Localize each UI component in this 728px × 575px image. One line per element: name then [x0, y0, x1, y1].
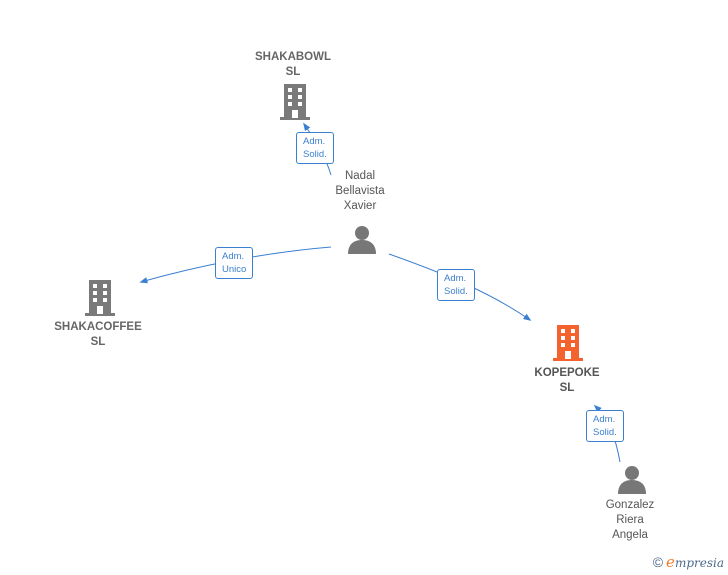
node-label-line: SL	[559, 382, 575, 394]
person-icon	[618, 466, 646, 494]
edge-label-line: Solid.	[593, 427, 617, 438]
edge-label-nadal-kopepoke[interactable]: Adm. Solid.	[437, 269, 475, 301]
edge-label-line: Adm.	[593, 414, 616, 425]
edge-label-line: Unico	[222, 264, 247, 275]
edge-label-line: Solid.	[303, 149, 327, 160]
building-icon	[553, 325, 583, 361]
node-label: Nadal Bellavista Xavier	[335, 169, 384, 214]
building-icon	[280, 84, 310, 120]
edge-label-nadal-shakacoffee[interactable]: Adm. Unico	[215, 247, 254, 279]
node-label: SHAKACOFFEE SL	[54, 320, 142, 350]
node-label: KOPEPOKE SL	[534, 366, 599, 396]
node-label-line: Riera	[616, 514, 644, 526]
node-label-line: Angela	[612, 529, 648, 541]
copyright-icon: ©	[652, 554, 664, 570]
person-icon	[348, 226, 376, 254]
edge-label-line: Adm.	[222, 251, 245, 262]
node-label-line: KOPEPOKE	[534, 367, 600, 379]
brand-initial: e	[666, 553, 675, 571]
empresia-logo[interactable]: ©empresia	[653, 553, 724, 571]
node-label-line: SL	[285, 66, 301, 78]
node-label-line: SHAKABOWL	[254, 51, 332, 63]
edge-label-nadal-shakabowl[interactable]: Adm. Solid.	[296, 132, 334, 164]
edge-label-gonzalez-kopepoke[interactable]: Adm. Solid.	[586, 410, 624, 442]
node-label: Gonzalez Riera Angela	[606, 498, 655, 543]
edge-label-line: Adm.	[303, 136, 326, 147]
node-label-line: SHAKACOFFEE	[54, 321, 142, 333]
node-label: SHAKABOWL SL	[255, 50, 331, 80]
node-label-line: Xavier	[343, 200, 377, 212]
building-icon	[85, 280, 115, 316]
node-label-line: SL	[90, 336, 106, 348]
node-label-line: Gonzalez	[605, 499, 655, 511]
node-label-line: Bellavista	[335, 185, 385, 197]
edge-label-line: Adm.	[444, 273, 467, 284]
edge-label-line: Solid.	[444, 286, 468, 297]
brand-name: mpresia	[674, 556, 724, 570]
node-label-line: Nadal	[344, 170, 376, 182]
